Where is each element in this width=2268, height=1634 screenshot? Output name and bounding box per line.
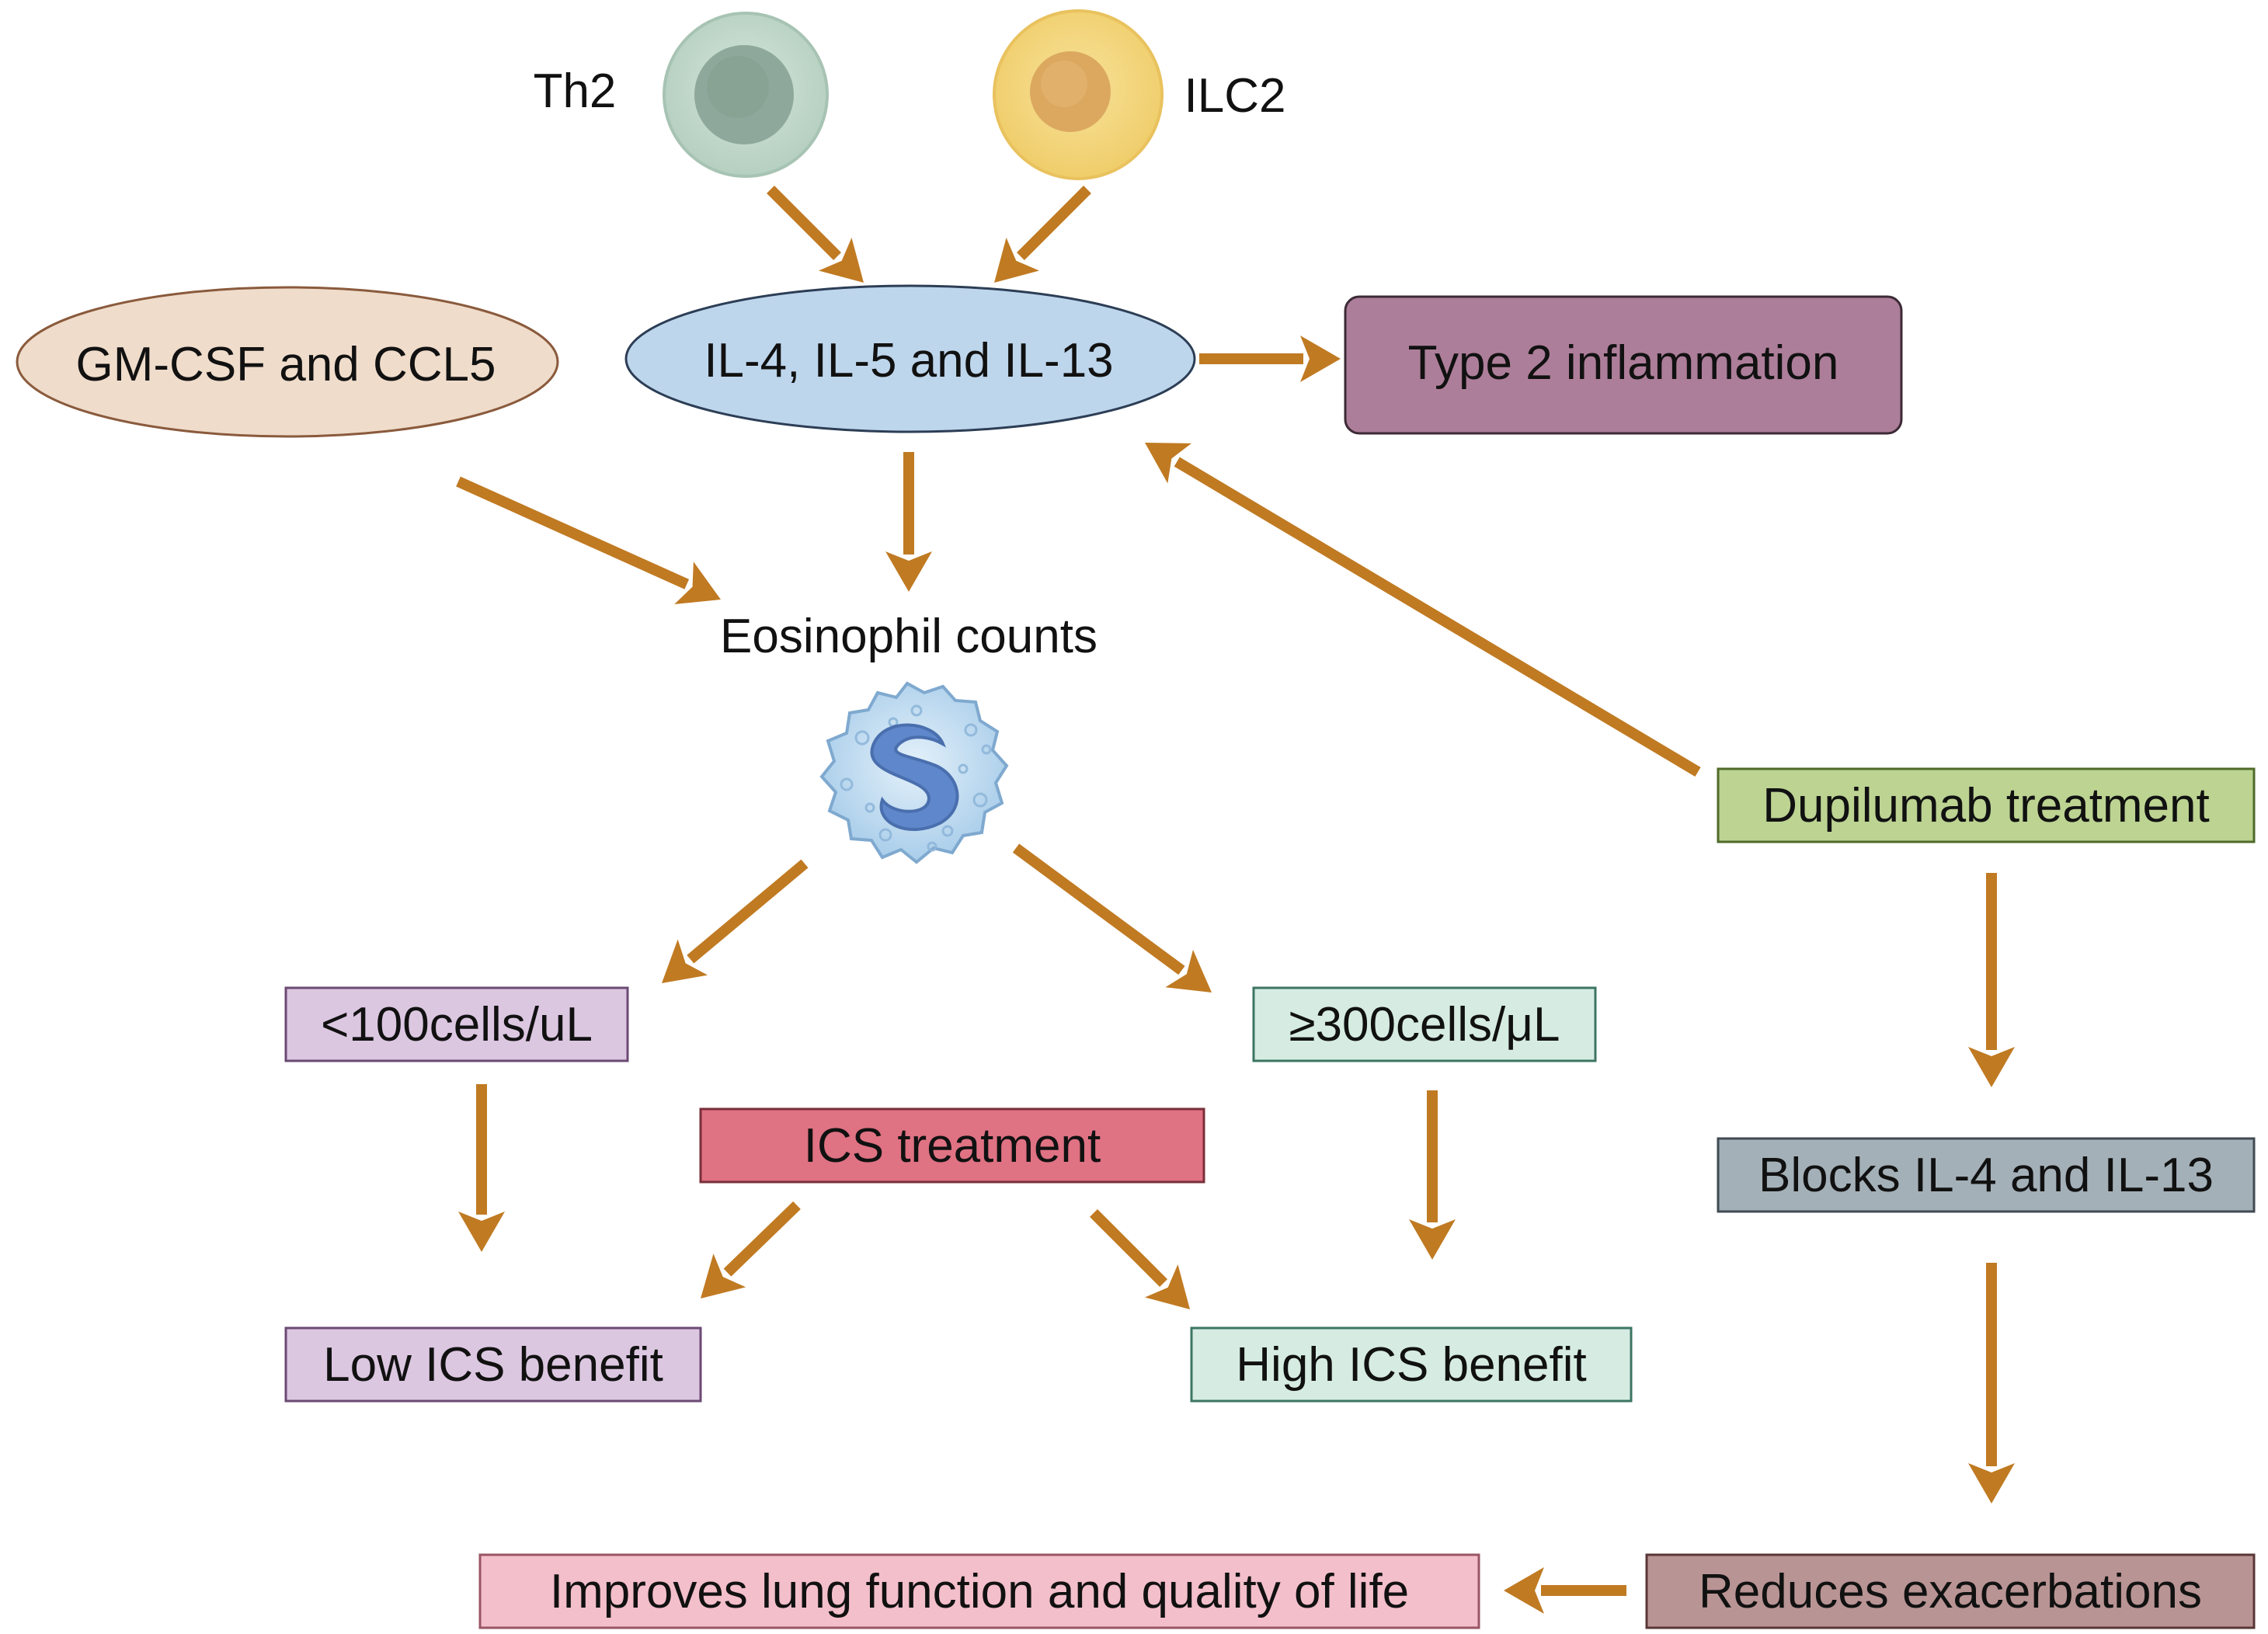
th2-cell-icon: [663, 12, 829, 178]
blocks-to-reduces-arrow: [1968, 1263, 2015, 1504]
improves-node: Improves lung function and quality of li…: [478, 1553, 1480, 1629]
cytokines-label: IL-4, IL-5 and IL-13: [704, 334, 1113, 388]
type2-label: Type 2 inflammation: [1408, 336, 1839, 390]
high-benefit-label: High ICS benefit: [1236, 1338, 1586, 1392]
ics-to-high-benefit-arrow: [1090, 1209, 1190, 1309]
eosinophil-to-high-arrow: [1012, 843, 1212, 993]
dupilumab-node: Dupilumab treatment: [1717, 767, 2256, 843]
ilc2-cell-icon: [993, 9, 1164, 180]
ics-label: ICS treatment: [804, 1119, 1101, 1173]
blocks-label: Blocks IL-4 and IL-13: [1758, 1149, 2214, 1202]
reduces-node: Reduces exacerbations: [1645, 1553, 2256, 1629]
cytokines-to-eosinophil-arrow: [885, 452, 932, 592]
gmcsf-to-eosinophil-arrow: [456, 476, 721, 605]
low-count-label: <100cells/uL: [321, 998, 593, 1052]
ics-to-low-benefit-arrow: [701, 1201, 801, 1299]
reduces-to-improves-arrow: [1504, 1567, 1626, 1614]
high-count-label: ≥300cells/μL: [1289, 998, 1560, 1052]
eosinophil-to-low-arrow: [662, 859, 809, 983]
high-count-node: ≥300cells/μL: [1252, 986, 1597, 1062]
low-benefit-node: Low ICS benefit: [284, 1326, 702, 1403]
cytokines-node: IL-4, IL-5 and IL-13: [624, 284, 1196, 433]
type2-inflammation-node: Type 2 inflammation: [1344, 295, 1903, 435]
th2-to-cytokines-arrow: [767, 186, 864, 283]
reduces-label: Reduces exacerbations: [1699, 1565, 2202, 1618]
dupilumab-to-blocks-arrow: [1968, 873, 2015, 1087]
gmcsf-label: GM-CSF and CCL5: [76, 338, 496, 391]
blocks-node: Blocks IL-4 and IL-13: [1717, 1137, 2256, 1213]
th2-label: Th2: [534, 64, 617, 118]
eosinophil-label: Eosinophil counts: [720, 610, 1097, 663]
high-benefit-node: High ICS benefit: [1190, 1326, 1633, 1403]
ics-treatment-node: ICS treatment: [699, 1107, 1205, 1184]
ilc2-label: ILC2: [1184, 69, 1286, 123]
high-to-high-benefit-arrow: [1409, 1090, 1456, 1260]
low-benefit-label: Low ICS benefit: [323, 1338, 663, 1392]
dupilumab-label: Dupilumab treatment: [1762, 779, 2210, 833]
cytokines-to-type2-arrow: [1199, 335, 1341, 382]
dupilumab-to-cytokines-arrow: [1145, 443, 1701, 777]
ilc2-to-cytokines-arrow: [994, 186, 1091, 283]
arrows: [456, 186, 2015, 1614]
gmcsf-node: GM-CSF and CCL5: [16, 286, 559, 438]
improves-label: Improves lung function and quality of li…: [550, 1565, 1409, 1618]
low-to-low-benefit-arrow: [458, 1084, 505, 1252]
low-count-node: <100cells/uL: [284, 986, 629, 1062]
eosinophil-cell-icon: [819, 681, 1009, 864]
